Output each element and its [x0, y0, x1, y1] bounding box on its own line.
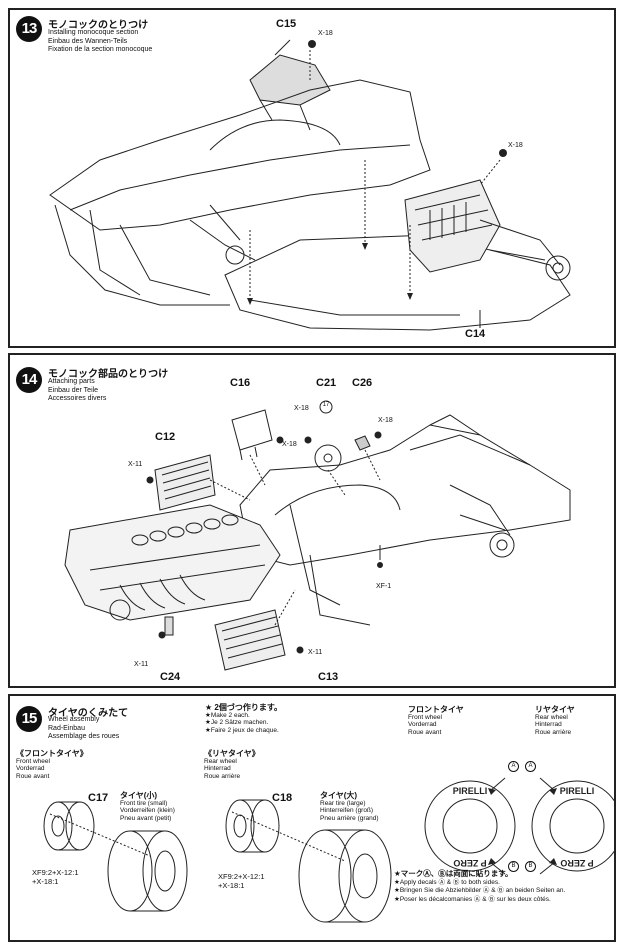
subtitle-en: Installing monocoque section: [48, 29, 139, 36]
step-number: 13: [16, 16, 42, 42]
paint-mix-line2: +X-18:1: [218, 881, 245, 890]
decal-rear-en: Rear wheel: [535, 713, 568, 721]
step-13-panel: 13 モノコックのとりつけ Installing monocoque secti…: [8, 8, 616, 348]
subtitle-de: Einbau des Wannen-Teils: [48, 37, 128, 45]
decal-front-jp: フロントタイヤ: [408, 705, 464, 714]
make-two-jp: ★ 2個づつ作ります。: [205, 703, 283, 712]
step-title-jp: モノコックのとりつけ: [48, 20, 149, 31]
make-two-de: ★Je 2 Sätze machen.: [205, 719, 269, 726]
decal-rear-model: P ZERO: [560, 858, 593, 868]
paint-mix-line2: +X-18:1: [32, 877, 59, 886]
monocoque-installation-drawing: [49, 39, 571, 331]
subtitle-en: Wheel assembly: [48, 716, 100, 723]
front-wheel-fr: Roue avant: [16, 772, 50, 780]
step-subtitles: Attaching parts Einbau der Teile Accesso…: [48, 378, 106, 404]
screw-label: X-18: [294, 405, 309, 412]
rear-wheel-heading: 《リヤタイヤ》 Rear wheel Hinterrad Roue arrièr…: [204, 750, 260, 780]
rear-wheel-de: Hinterrad: [204, 765, 231, 772]
step-number: 14: [16, 367, 42, 393]
subtitle-de: Rad-Einbau: [48, 724, 85, 732]
screw-label: X-11: [128, 461, 143, 468]
part-label-c15: C15: [276, 18, 297, 30]
front-wheel-jp: 《フロントタイヤ》: [16, 749, 88, 758]
screw-label: X-18: [318, 30, 333, 37]
decal-mark-b: B: [525, 854, 536, 872]
screw-label: X-18: [282, 441, 297, 448]
part-label-c12: C12: [155, 431, 176, 443]
screw-label: X-11: [308, 649, 323, 656]
make-two-fr: ★Faire 2 jeux de chaque.: [205, 726, 279, 734]
paint-mix-line1: XF9:2+X-12:1: [218, 872, 265, 881]
screw-label: X-18: [378, 417, 393, 424]
subtitle-de: Einbau der Teile: [48, 386, 99, 394]
rear-wheel-en: Rear wheel: [204, 757, 237, 765]
front-wheel-en: Front wheel: [16, 757, 50, 765]
rear-wheel-jp: 《リヤタイヤ》: [204, 749, 260, 758]
parts-attachment-drawing: [64, 400, 571, 671]
step-15-panel: 15 タイヤのくみたて Wheel assembly Rad-Einbau As…: [8, 694, 616, 942]
wheel-assembly-drawing: PIRELLI P ZERO PIRELLI P ZERO: [43, 777, 614, 923]
tire-large-label: タイヤ(大) Rear tire (large) Hinterreifen (g…: [320, 792, 379, 822]
decal-note: ★マークⒶ、Ⓑは両面に貼ります。 ★Apply decals Ⓐ & Ⓑ to …: [394, 869, 566, 904]
step-title-jp: タイヤのくみたて: [48, 708, 129, 719]
decal-front-heading: フロントタイヤ Front wheel Vorderrad Roue avant: [408, 706, 464, 736]
subtitle-fr: Assemblage des roues: [48, 733, 120, 740]
decal-front-fr: Roue avant: [408, 728, 442, 736]
decal-rear-brand: PIRELLI: [560, 786, 595, 796]
part-label-c13: C13: [318, 671, 339, 683]
part-label-c16: C16: [230, 377, 251, 389]
part-label-c18: C18: [272, 792, 293, 804]
part-label-c21: C21: [316, 377, 337, 389]
paint-mix-line1: XF9:2+X-12:1: [32, 868, 79, 877]
make-two-en: ★Make 2 each.: [205, 711, 250, 719]
decal-front-model: P ZERO: [453, 858, 486, 868]
tire-large-jp: タイヤ(大): [320, 791, 358, 800]
tire-large-de: Hinterreifen (groß): [320, 807, 374, 814]
tire-large-en: Rear tire (large): [320, 799, 366, 807]
decal-rear-jp: リヤタイヤ: [535, 705, 575, 714]
decal-rear-de: Hinterrad: [535, 721, 562, 728]
rear-wheel-fr: Roue arrière: [204, 772, 241, 780]
rear-paint-mix: XF9:2+X-12:1 +X-18:1: [218, 872, 265, 890]
subtitle-en: Attaching parts: [48, 378, 95, 385]
tire-small-de: Vorderreifen (klein): [120, 807, 175, 814]
tire-large-fr: Pneu arrière (grand): [320, 814, 379, 822]
tire-small-jp: タイヤ(小): [120, 791, 158, 800]
decal-note-fr: ★Poser les décalcomanies Ⓐ & Ⓑ sur les d…: [394, 895, 551, 903]
tire-small-fr: Pneu avant (petit): [120, 814, 172, 822]
step-number: 15: [16, 706, 42, 732]
decal-mark-a: A: [508, 754, 519, 772]
part-label-c24: C24: [160, 671, 181, 683]
make-two-note: ★ 2個づつ作ります。 ★Make 2 each. ★Je 2 Sätze ma…: [205, 704, 282, 734]
part-label-c14: C14: [465, 328, 486, 340]
front-wheel-de: Vorderrad: [16, 765, 45, 772]
decal-note-de: ★Bringen Sie die Abziehbilder Ⓐ & Ⓑ an b…: [394, 887, 566, 894]
decal-mark-b: B: [508, 854, 519, 872]
subtitle-fr: Fixation de la section monocoque: [48, 46, 153, 53]
decal-front-brand: PIRELLI: [453, 786, 488, 796]
step-title-jp: モノコック部品のとりつけ: [48, 369, 169, 380]
decal-note-jp: ★マークⒶ、Ⓑは両面に貼ります。: [394, 869, 513, 878]
tire-small-label: タイヤ(小) Front tire (small) Vorderreifen (…: [120, 792, 175, 822]
decal-mark-a: A: [525, 754, 536, 772]
step-subtitles: Installing monocoque section Einbau des …: [48, 29, 152, 55]
tire-small-en: Front tire (small): [120, 799, 168, 807]
front-paint-mix: XF9:2+X-12:1 +X-18:1: [32, 868, 79, 886]
decal-front-en: Front wheel: [408, 713, 442, 721]
decal-note-en: ★Apply decals Ⓐ & Ⓑ to both sides.: [394, 878, 500, 886]
decal-front-de: Vorderrad: [408, 721, 437, 728]
step-14-panel: 14 モノコック部品のとりつけ Attaching parts Einbau d…: [8, 353, 616, 688]
paint-label: XF-1: [376, 583, 392, 590]
subtitle-fr: Accessoires divers: [48, 395, 107, 402]
step-subtitles: Wheel assembly Rad-Einbau Assemblage des…: [48, 716, 119, 742]
part-label-c26: C26: [352, 377, 373, 389]
front-wheel-heading: 《フロントタイヤ》 Front wheel Vorderrad Roue ava…: [16, 750, 88, 780]
part-label-c17: C17: [88, 792, 109, 804]
screw-label: X-11: [134, 661, 149, 668]
part-number-17: 17: [322, 402, 330, 408]
decal-rear-heading: リヤタイヤ Rear wheel Hinterrad Roue arrière: [535, 706, 575, 736]
decal-rear-fr: Roue arrière: [535, 728, 572, 736]
screw-label: X-18: [508, 142, 523, 149]
